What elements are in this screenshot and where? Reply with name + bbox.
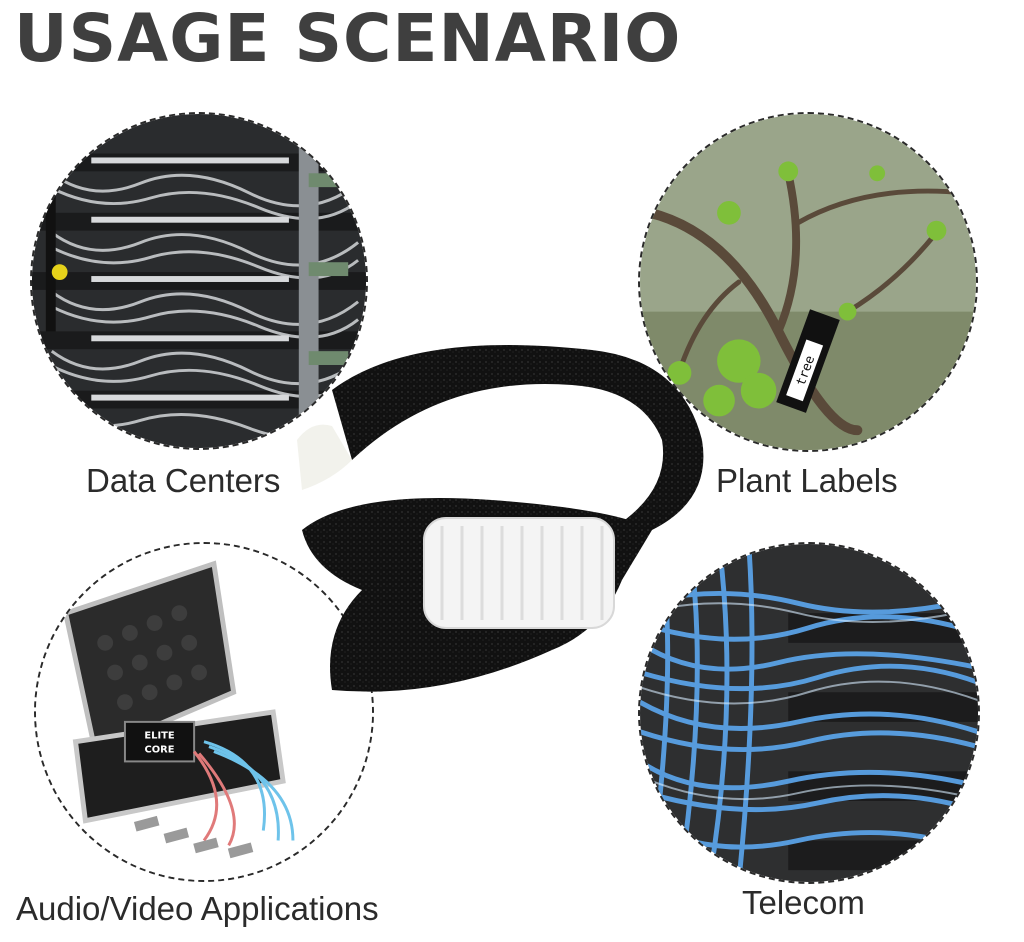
page-title: USAGE SCENARIO bbox=[14, 0, 682, 77]
label-data-centers: Data Centers bbox=[86, 462, 281, 499]
audio-case-photo: ELITE CORE bbox=[34, 542, 374, 882]
label-telecom: Telecom bbox=[742, 884, 865, 921]
case-logo-line1: ELITE bbox=[144, 731, 174, 742]
label-plant-labels: Plant Labels bbox=[716, 462, 898, 499]
label-audio-video: Audio/Video Applications bbox=[16, 890, 379, 927]
case-logo-line2: CORE bbox=[145, 745, 175, 756]
velcro-strap-photo bbox=[292, 330, 712, 710]
data-center-photo bbox=[30, 112, 368, 450]
